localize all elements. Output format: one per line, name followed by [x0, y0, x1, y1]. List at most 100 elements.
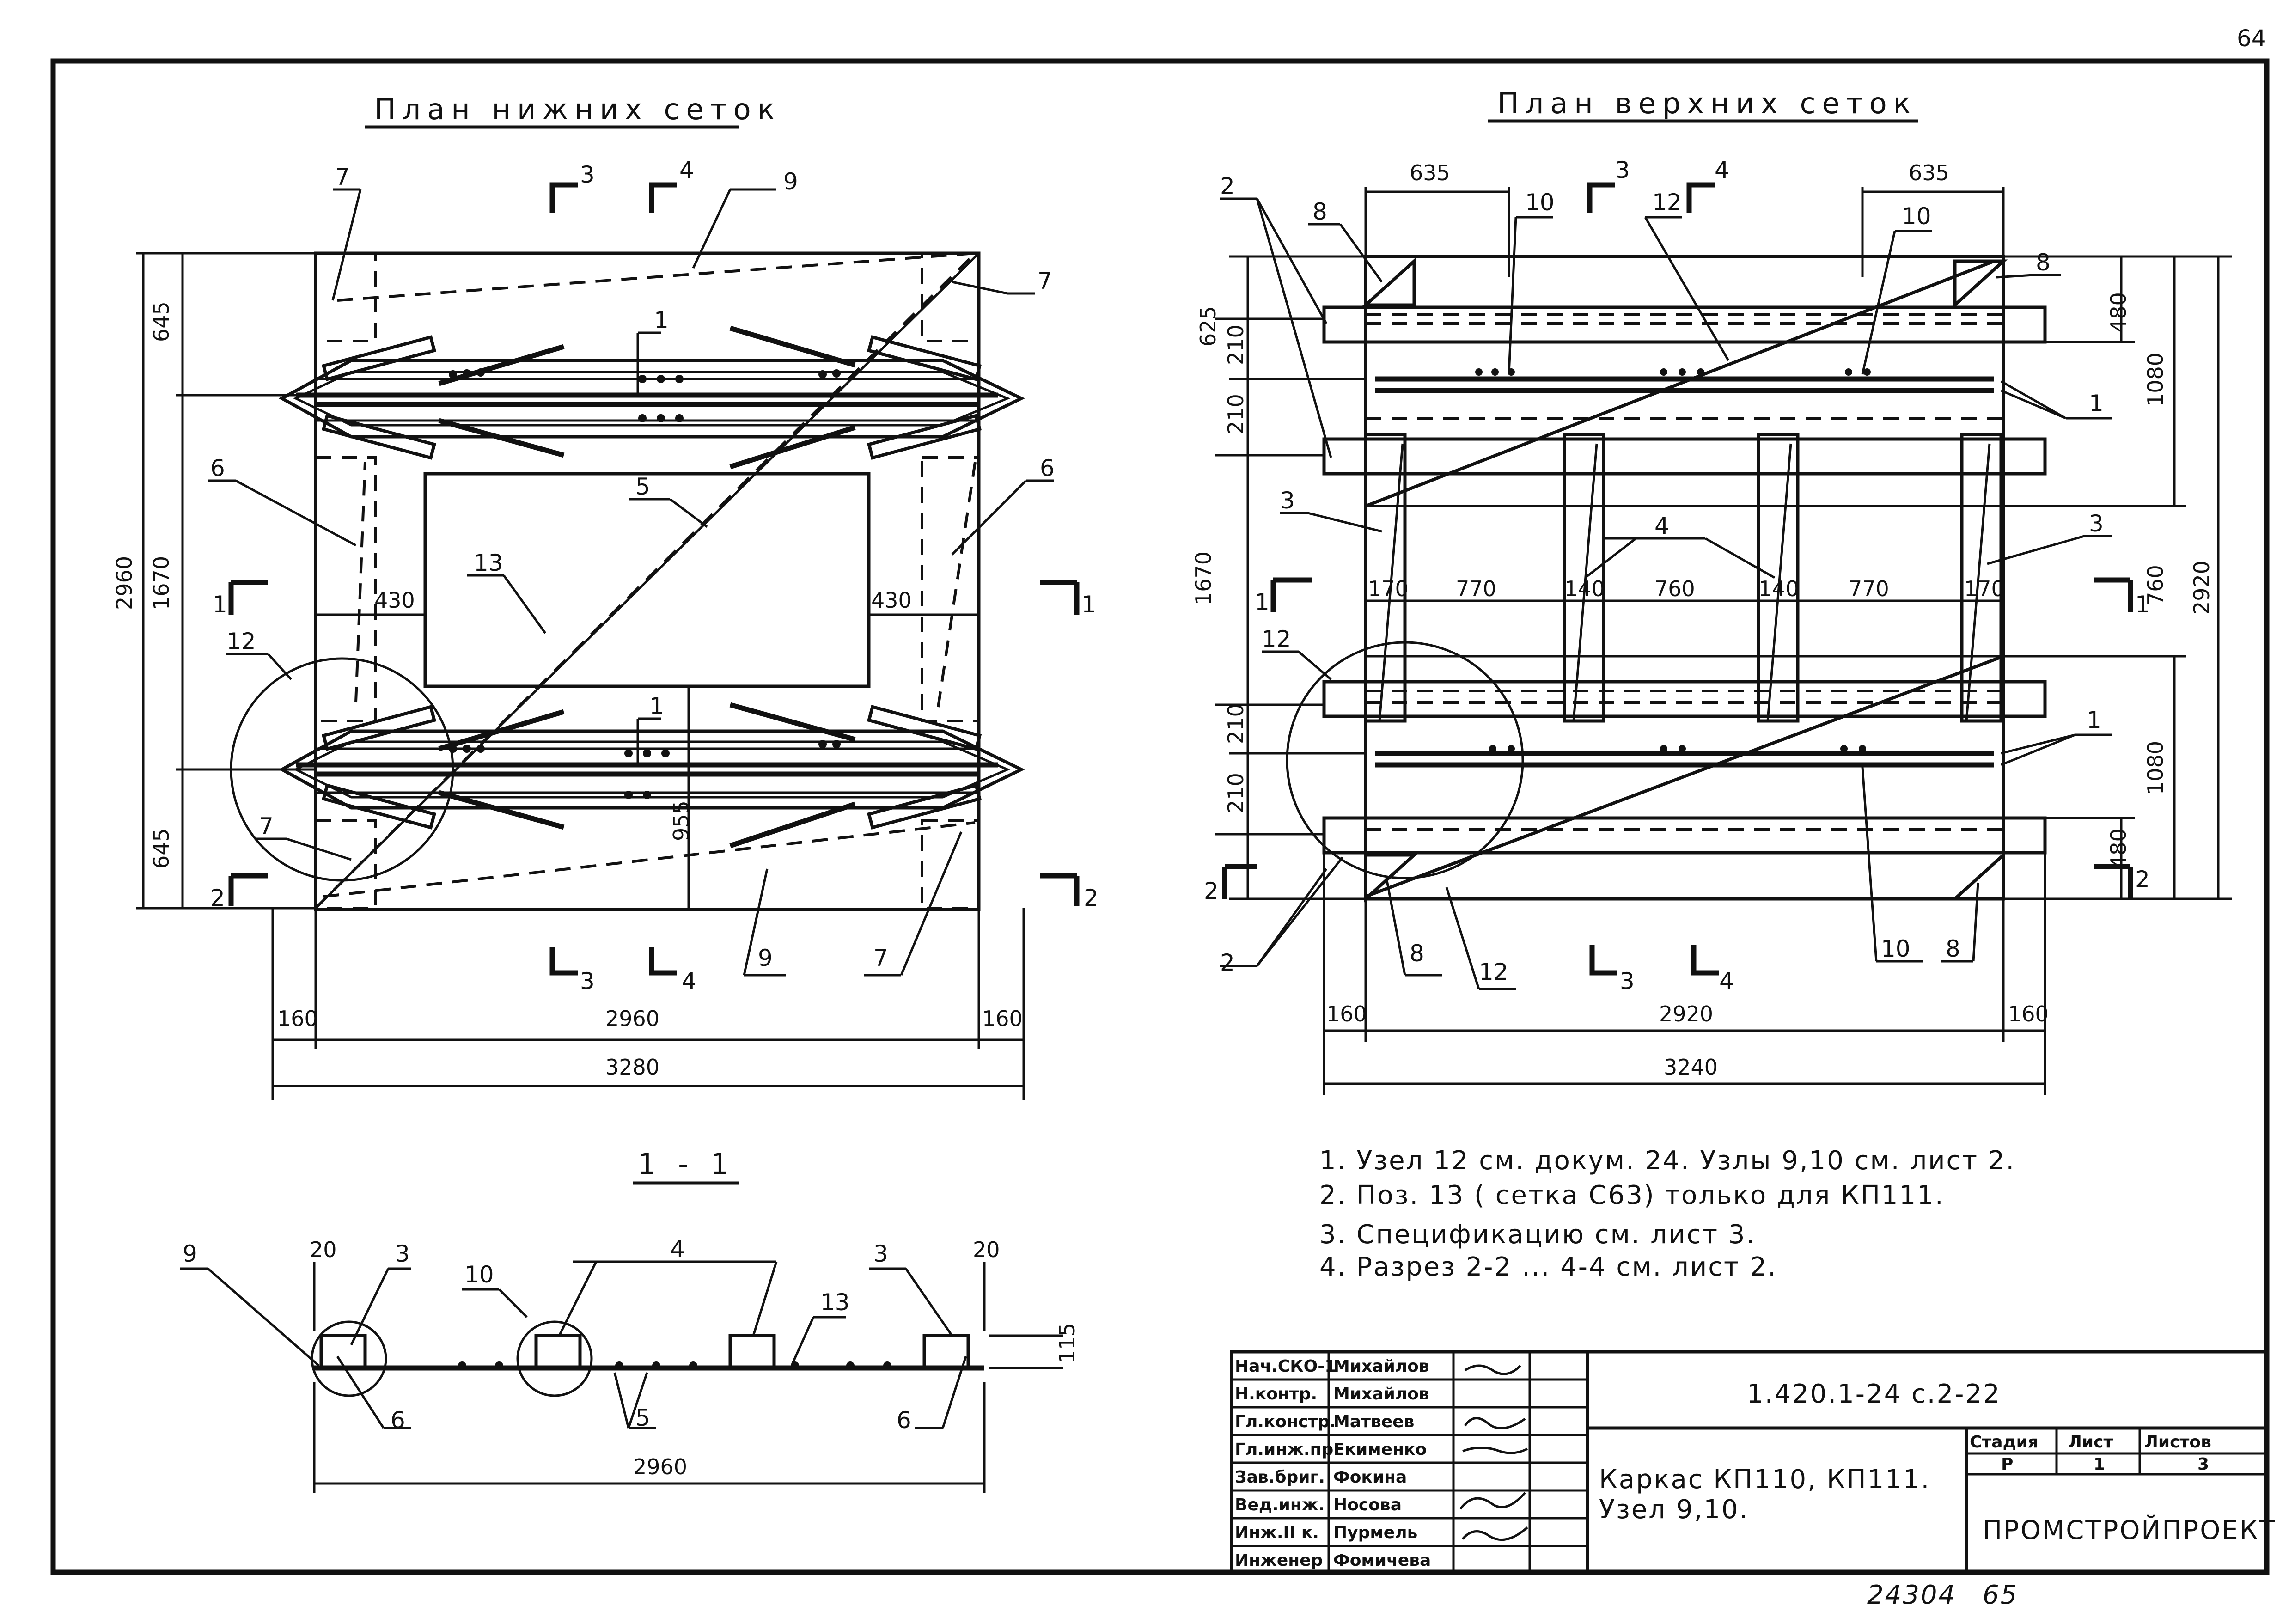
svg-text:770: 770 [1849, 576, 1889, 601]
signature-mark [1464, 1364, 1521, 1375]
lower-dim-open-right: 430 [871, 588, 912, 613]
lower-dim-width-inner: 2960 [605, 1006, 659, 1031]
svg-text:6: 6 [391, 1407, 405, 1434]
svg-text:9: 9 [783, 168, 798, 195]
svg-text:Фокина: Фокина [1333, 1468, 1407, 1487]
svg-text:Матвеев: Матвеев [1333, 1412, 1414, 1431]
svg-text:3: 3 [2197, 1455, 2209, 1474]
svg-text:Листов: Листов [2144, 1433, 2211, 1452]
svg-text:Михайлов: Михайлов [1333, 1385, 1429, 1404]
svg-text:5: 5 [635, 1404, 650, 1431]
svg-text:7: 7 [873, 945, 888, 971]
svg-text:480: 480 [2106, 292, 2131, 333]
section-title: 1 - 1 [638, 1147, 735, 1181]
svg-text:12: 12 [1652, 189, 1682, 216]
svg-text:Стадия: Стадия [1970, 1433, 2039, 1452]
svg-text:170: 170 [1368, 576, 1409, 601]
lower-dim-depth: 955 [669, 800, 694, 841]
signature-mark [1462, 1447, 1528, 1454]
svg-text:210: 210 [1223, 703, 1248, 744]
svg-text:8: 8 [2036, 249, 2051, 276]
svg-text:770: 770 [1456, 576, 1496, 601]
svg-text:140: 140 [1758, 576, 1799, 601]
svg-text:4: 4 [682, 968, 696, 995]
svg-text:1080: 1080 [2143, 353, 2168, 407]
svg-text:8: 8 [1312, 198, 1327, 225]
upper-plan-title: План верхних сеток [1497, 86, 1917, 120]
svg-text:1670: 1670 [1191, 551, 1216, 605]
signature-mark [1462, 1526, 1528, 1541]
svg-text:Фомичева: Фомичева [1333, 1551, 1431, 1570]
svg-text:10: 10 [1881, 935, 1910, 962]
svg-text:2: 2 [1220, 173, 1235, 200]
svg-text:13: 13 [474, 549, 503, 576]
lower-plan: План нижних сеток [112, 92, 1099, 1100]
svg-text:760: 760 [2143, 565, 2168, 605]
svg-text:4: 4 [1654, 513, 1669, 539]
svg-text:7: 7 [259, 813, 274, 840]
svg-text:8: 8 [1410, 940, 1424, 967]
svg-text:3: 3 [1620, 968, 1635, 995]
svg-text:2: 2 [1204, 878, 1219, 904]
svg-text:Нач.СКО-1: Нач.СКО-1 [1235, 1357, 1336, 1376]
sheet-frame [50, 58, 2270, 1575]
svg-text:Носова: Носова [1333, 1496, 1402, 1514]
svg-text:2: 2 [2135, 866, 2150, 893]
svg-text:1: 1 [649, 693, 664, 720]
svg-text:625: 625 [1196, 306, 1221, 347]
svg-text:635: 635 [1410, 160, 1450, 185]
svg-text:2920: 2920 [2189, 561, 2214, 615]
svg-text:3: 3 [580, 161, 595, 188]
svg-text:10: 10 [1902, 203, 1931, 230]
svg-text:2920: 2920 [1659, 1001, 1713, 1026]
svg-text:2: 2 [210, 885, 225, 911]
svg-text:8: 8 [1946, 935, 1960, 962]
svg-text:1: 1 [2087, 707, 2101, 733]
title-block: Нач.СКО-1 Н.контр. Гл.констр. Гл.инж.пр.… [1230, 1350, 2277, 1574]
upper-plan: План верхних сеток [1191, 86, 2232, 1095]
lower-dim-total-h: 2960 [112, 556, 137, 610]
organization: ПРОМСТРОЙПРОЕКТ [1983, 1515, 2277, 1545]
svg-text:10: 10 [1525, 189, 1555, 216]
note-2: 2. Поз. 13 ( сетка С63) только для КП111… [1319, 1180, 1945, 1210]
svg-text:3240: 3240 [1664, 1055, 1718, 1080]
svg-text:Лист: Лист [2068, 1433, 2113, 1452]
svg-text:2: 2 [1084, 885, 1099, 911]
svg-text:760: 760 [1654, 576, 1695, 601]
svg-text:12: 12 [226, 628, 256, 655]
svg-text:480: 480 [2106, 828, 2131, 869]
svg-text:20: 20 [310, 1237, 337, 1262]
svg-text:2: 2 [1220, 949, 1235, 976]
svg-text:1: 1 [654, 307, 669, 334]
svg-text:Н.контр.: Н.контр. [1235, 1385, 1317, 1404]
svg-text:160: 160 [1326, 1001, 1367, 1026]
svg-text:4: 4 [1715, 157, 1729, 183]
svg-text:6: 6 [897, 1407, 911, 1434]
svg-text:2960: 2960 [633, 1454, 687, 1479]
lower-plan-title: План нижних сеток [374, 92, 781, 126]
svg-text:Екименко: Екименко [1333, 1440, 1427, 1459]
svg-text:Гл.констр.: Гл.констр. [1235, 1412, 1336, 1431]
note-4: 4. Разрез 2-2 ... 4-4 см. лист 2. [1319, 1252, 1777, 1282]
doc-description-2: Узел 9,10. [1599, 1495, 1749, 1525]
lower-dim-bot: 645 [149, 828, 174, 869]
lower-dim-edge-left: 160 [277, 1006, 318, 1031]
lower-dim-width-total: 3280 [605, 1055, 659, 1080]
svg-text:140: 140 [1564, 576, 1605, 601]
svg-text:9: 9 [183, 1240, 197, 1267]
svg-text:3: 3 [873, 1240, 888, 1267]
svg-text:7: 7 [1038, 268, 1052, 294]
svg-text:20: 20 [973, 1237, 1000, 1262]
signature-mark [1464, 1417, 1526, 1429]
svg-text:210: 210 [1223, 394, 1248, 434]
lower-dim-mid: 1670 [149, 556, 174, 610]
svg-text:3: 3 [1615, 157, 1630, 183]
svg-text:Вед.инж.: Вед.инж. [1235, 1496, 1325, 1514]
svg-text:210: 210 [1223, 773, 1248, 813]
svg-text:1: 1 [2094, 1455, 2105, 1474]
svg-text:7: 7 [335, 164, 350, 190]
svg-text:9: 9 [758, 945, 773, 971]
svg-text:160: 160 [2008, 1001, 2049, 1026]
svg-text:1: 1 [1255, 589, 1270, 616]
